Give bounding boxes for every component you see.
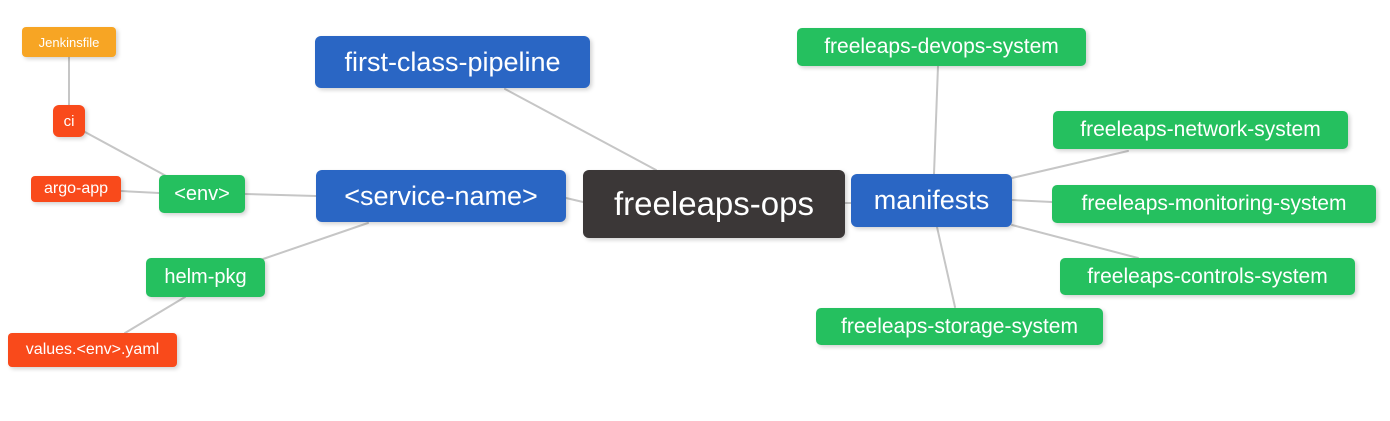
- edge-manifests-controls: [1011, 224, 1139, 259]
- node-freeleaps-monitoring-system[interactable]: freeleaps-monitoring-system: [1052, 185, 1376, 223]
- node-freeleaps-devops-system[interactable]: freeleaps-devops-system: [797, 28, 1086, 66]
- node-manifests[interactable]: manifests: [851, 174, 1012, 227]
- node-service-name[interactable]: <service-name>: [316, 170, 566, 222]
- node-freeleaps-ops-root[interactable]: freeleaps-ops: [583, 170, 845, 238]
- edge-manifests-storage: [936, 226, 956, 308]
- edge-manifests-devops: [933, 65, 939, 175]
- edge-pipeline-root: [504, 88, 657, 171]
- edge-ci-env: [84, 131, 169, 178]
- edge-service-name-root: [565, 197, 584, 203]
- edge-env-service-name: [244, 193, 317, 197]
- node-helm-pkg[interactable]: helm-pkg: [146, 258, 265, 297]
- node-ci[interactable]: ci: [53, 105, 85, 137]
- node-freeleaps-storage-system[interactable]: freeleaps-storage-system: [816, 308, 1103, 345]
- node-freeleaps-controls-system[interactable]: freeleaps-controls-system: [1060, 258, 1355, 295]
- node-env[interactable]: <env>: [159, 175, 245, 213]
- node-jenkinsfile[interactable]: Jenkinsfile: [22, 27, 116, 57]
- edge-manifests-network: [1011, 150, 1129, 179]
- edge-manifests-monitoring: [1011, 199, 1053, 203]
- node-values-env-yaml[interactable]: values.<env>.yaml: [8, 333, 177, 367]
- edge-service-name-helm-pkg: [262, 222, 369, 260]
- node-first-class-pipeline[interactable]: first-class-pipeline: [315, 36, 590, 88]
- edge-argo-app-env: [120, 190, 160, 194]
- node-argo-app[interactable]: argo-app: [31, 176, 121, 202]
- node-freeleaps-network-system[interactable]: freeleaps-network-system: [1053, 111, 1348, 149]
- edge-values-helm-pkg: [124, 296, 186, 334]
